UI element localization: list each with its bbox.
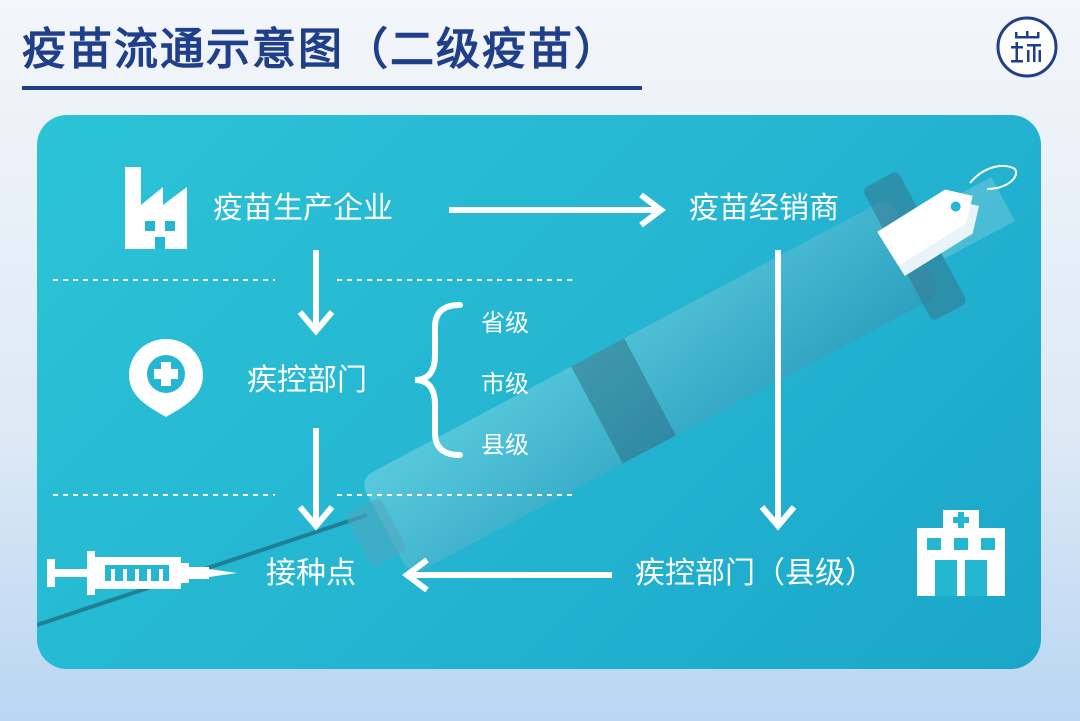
cdc-level-province: 省级 xyxy=(481,309,529,337)
page-title: 疫苗流通示意图（二级疫苗） xyxy=(22,24,620,75)
logo-icon xyxy=(996,16,1058,78)
cdc-level-city: 市级 xyxy=(481,370,529,398)
syringe-icon xyxy=(47,551,237,595)
node-vaccination-site: 接种点 xyxy=(266,556,356,591)
node-manufacturer: 疫苗生产企业 xyxy=(213,191,393,226)
medical-cross-icon xyxy=(129,339,203,417)
level-brace xyxy=(414,302,463,458)
arrow-manufacturer-to-cdc xyxy=(297,250,335,336)
factory-icon xyxy=(125,167,187,249)
flow-panel: 疫苗生产企业 疫苗经销商 疾控部门 省级 市级 县级 接种点 疾控部门（县级） xyxy=(37,115,1041,669)
arrow-county-cdc-to-site xyxy=(402,557,612,593)
arrow-distributor-to-county-cdc xyxy=(759,250,797,531)
hospital-icon xyxy=(917,510,1005,596)
node-distributor: 疫苗经销商 xyxy=(689,191,839,226)
node-cdc-county: 疾控部门（县级） xyxy=(635,556,875,591)
title-underline xyxy=(22,86,642,90)
cdc-level-county: 县级 xyxy=(481,431,529,459)
arrow-cdc-to-site xyxy=(297,428,335,531)
arrow-manufacturer-to-distributor xyxy=(449,192,666,228)
price-tag-icon xyxy=(877,165,1018,277)
node-cdc: 疾控部门 xyxy=(247,363,367,398)
